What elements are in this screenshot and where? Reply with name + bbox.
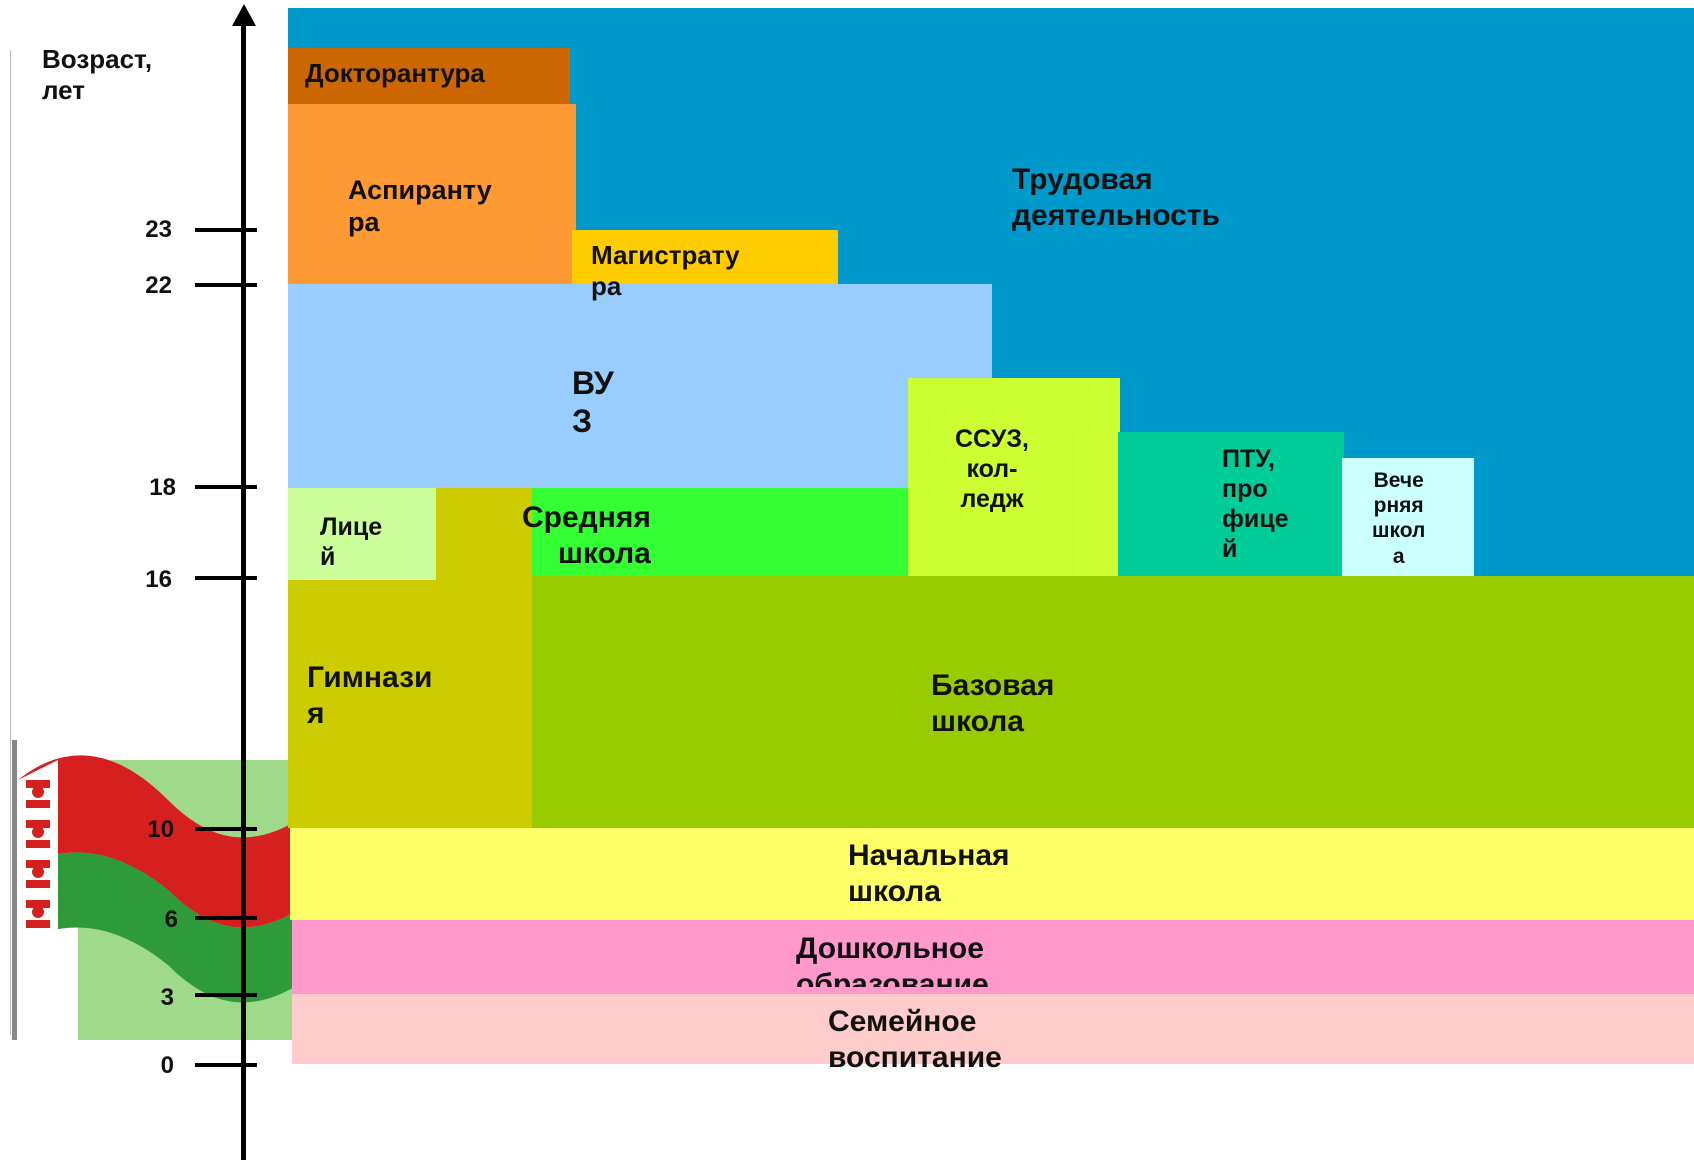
college-label: ССУЗ, кол- ледж: [955, 425, 1029, 513]
basic-block: [532, 576, 1694, 828]
masters-block: [572, 230, 838, 288]
family-block: [292, 994, 1694, 1064]
tick-mark: [195, 827, 257, 831]
preschool-label: Дошкольное образование: [796, 932, 989, 987]
tick-label: 22: [145, 272, 172, 299]
tick-label: 18: [149, 474, 176, 501]
primary-label: Начальная школа: [848, 839, 1010, 908]
college-block: [908, 378, 1120, 578]
tick-label: 3: [160, 984, 174, 1011]
doctoral-block: [288, 48, 570, 104]
tick-mark: [195, 993, 257, 997]
university-block: [288, 284, 992, 490]
axis-title: Возраст, лет: [42, 44, 153, 106]
frame-line: [10, 50, 11, 1035]
labor-label: Трудовая деятельность: [1012, 163, 1220, 232]
evening-label: Вече рняя школ а: [1372, 469, 1426, 568]
lyceum-block-overlay: [288, 488, 436, 580]
postgrad-block: [288, 104, 576, 288]
tick-label: 10: [147, 816, 174, 843]
gymnasium-label: Гимнази я: [307, 661, 433, 730]
secondary-label: Средняя школа: [522, 501, 651, 570]
family-label: Семейное воспитание: [828, 1005, 1002, 1074]
basic-label: Базовая школа: [931, 669, 1055, 738]
tick-label: 23: [145, 216, 172, 243]
tick-mark: [195, 1063, 257, 1067]
masters-label: Магистрату ра: [591, 240, 740, 302]
tick-mark: [195, 485, 257, 489]
tick-label: 6: [164, 906, 178, 933]
university-label: ВУ З: [572, 365, 614, 440]
axis-arrow-icon: [232, 4, 256, 26]
postgrad-label: Аспиранту ра: [348, 175, 492, 238]
vocational-label: ПТУ, про фице й: [1222, 445, 1289, 563]
preschool-block: [292, 920, 1694, 994]
tick-label: 0: [160, 1052, 174, 1079]
tick-mark: [195, 228, 257, 232]
doctoral-label: Докторантура: [305, 58, 485, 88]
age-axis: [241, 16, 246, 1160]
vocational-block: [1118, 432, 1344, 578]
tick-mark: [195, 283, 257, 287]
tick-label: 16: [145, 566, 172, 593]
tick-mark: [195, 576, 257, 580]
tick-mark: [195, 916, 257, 920]
belarus-flag-icon: [12, 740, 308, 1040]
lyceum-label: Лице й: [320, 513, 383, 571]
evening-block: [1342, 458, 1474, 578]
primary-block: [290, 828, 1694, 920]
